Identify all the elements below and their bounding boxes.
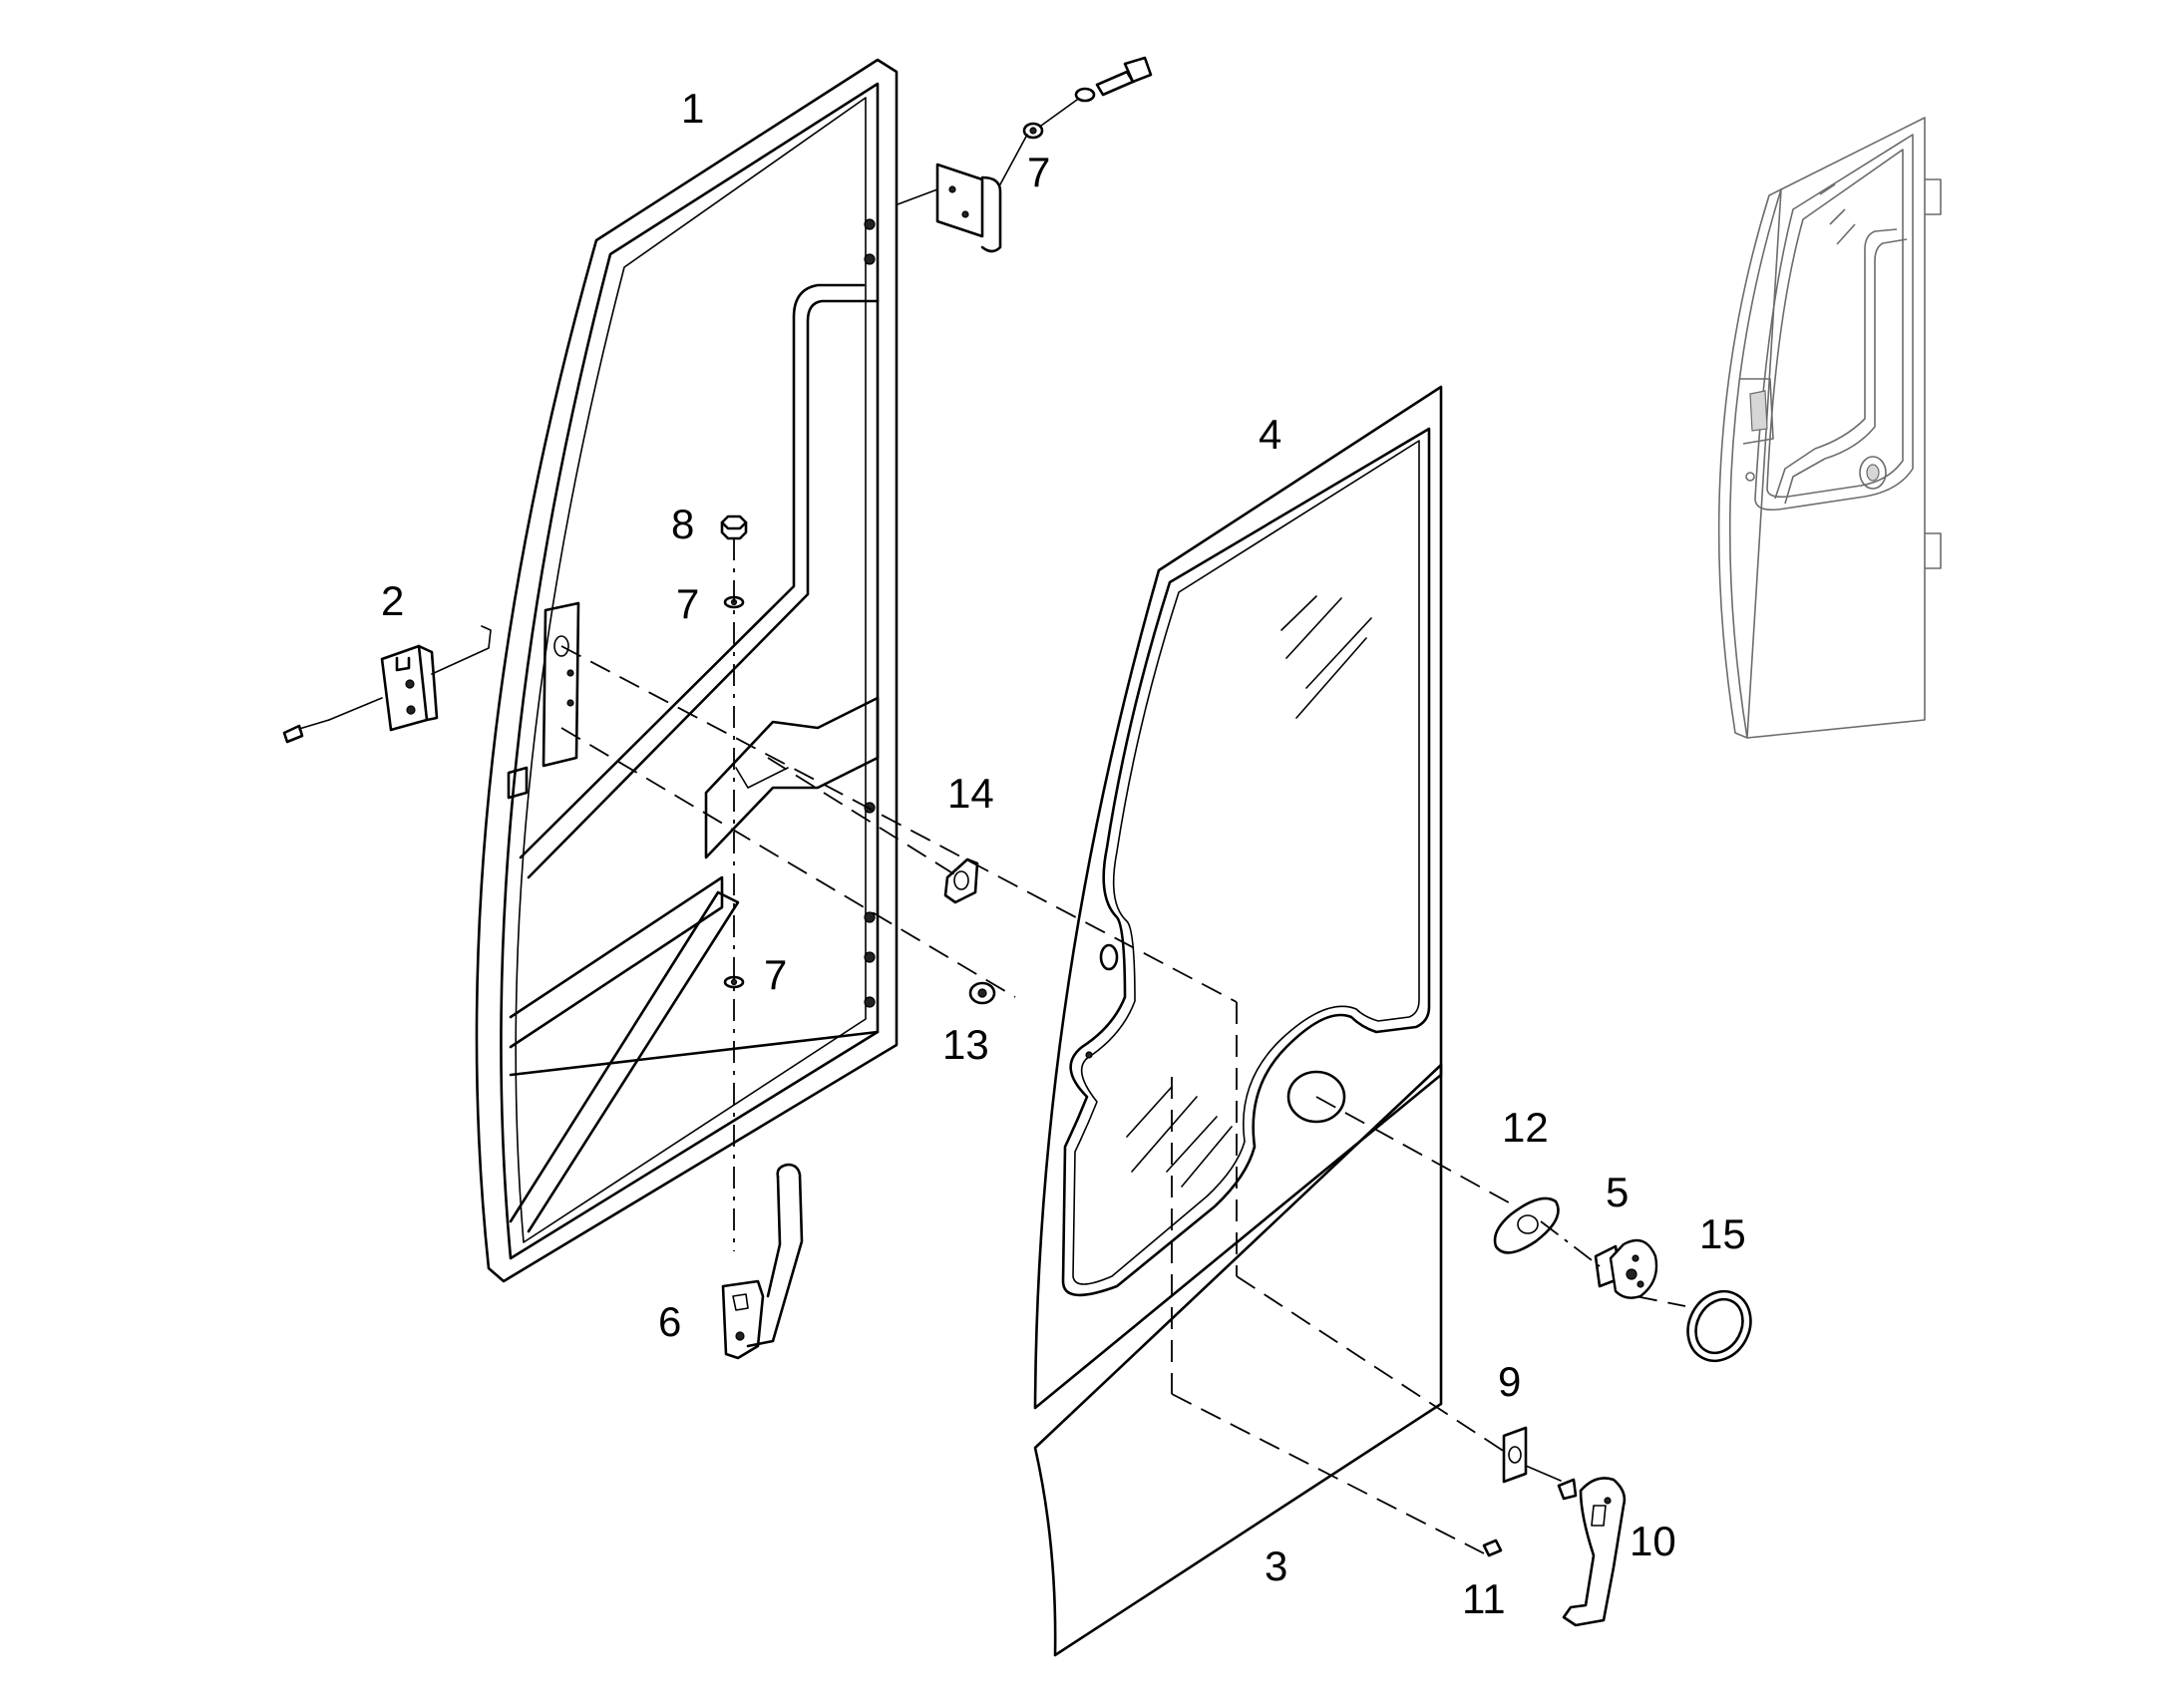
callout-3: 3 bbox=[1265, 1542, 1287, 1589]
callout-labels: 1 2 3 4 5 6 7 7 7 8 9 10 11 12 13 14 15 bbox=[381, 85, 1746, 1622]
callout-11: 11 bbox=[1462, 1575, 1506, 1622]
assembly-lines bbox=[560, 645, 1686, 1554]
callout-12: 12 bbox=[1502, 1104, 1549, 1151]
reference-door-view bbox=[1717, 117, 1942, 739]
callout-7-top: 7 bbox=[1027, 149, 1050, 195]
callout-9: 9 bbox=[1498, 1358, 1521, 1405]
bracket-washer-part-14 bbox=[943, 857, 979, 904]
washer-part-13 bbox=[968, 981, 996, 1005]
plate-part-9 bbox=[1502, 1426, 1562, 1484]
door-shell-part-4 bbox=[1033, 385, 1443, 1410]
latch-part-2 bbox=[282, 625, 492, 744]
lock-cylinder-part-5 bbox=[1594, 1238, 1658, 1299]
nut-washer-stack bbox=[720, 514, 748, 1251]
callout-15: 15 bbox=[1699, 1210, 1746, 1257]
nut-part-11 bbox=[1482, 1538, 1503, 1557]
callout-10: 10 bbox=[1630, 1518, 1676, 1564]
hinge-part-7-top bbox=[897, 56, 1153, 253]
callout-7-lower: 7 bbox=[764, 951, 787, 998]
callout-14: 14 bbox=[947, 770, 994, 817]
gasket-part-12 bbox=[1493, 1196, 1560, 1254]
pull-handle-part-10 bbox=[1557, 1477, 1627, 1627]
door-frame-part-1 bbox=[475, 58, 899, 1283]
callout-7-middle: 7 bbox=[676, 580, 699, 627]
callout-2: 2 bbox=[381, 577, 404, 624]
callout-1: 1 bbox=[681, 85, 704, 132]
callout-8: 8 bbox=[671, 501, 694, 547]
callout-13: 13 bbox=[942, 1021, 989, 1068]
panel-part-3 bbox=[1033, 1063, 1443, 1657]
handle-part-6 bbox=[721, 1163, 804, 1360]
callout-6: 6 bbox=[658, 1298, 681, 1345]
oring-part-15 bbox=[1686, 1289, 1752, 1363]
callout-4: 4 bbox=[1259, 411, 1281, 458]
callout-5: 5 bbox=[1606, 1169, 1629, 1215]
